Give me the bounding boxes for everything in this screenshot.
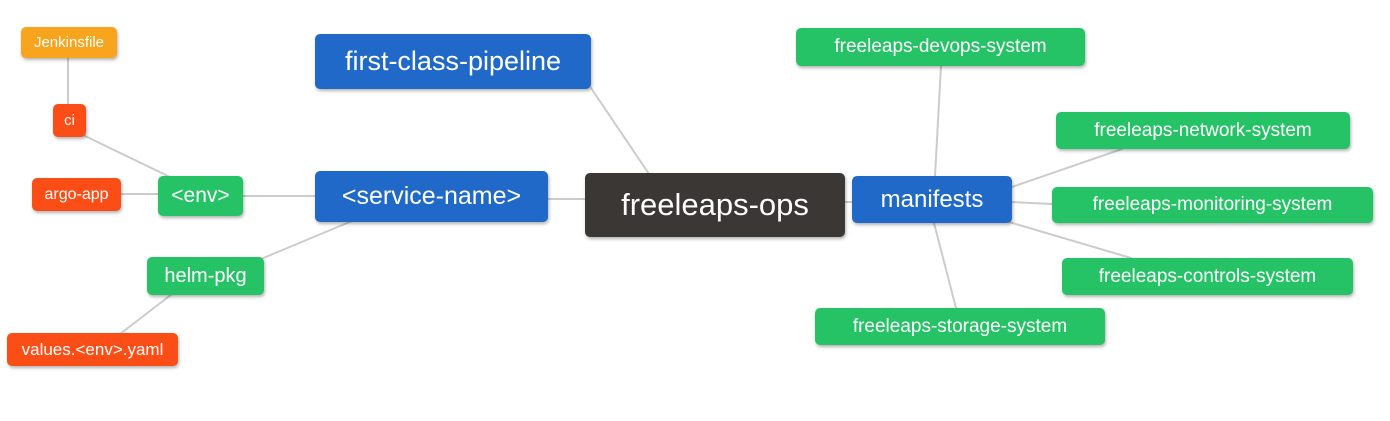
edge-manifests-freeleaps-controls-system [1008, 221, 1132, 259]
edge-manifests-freeleaps-storage-system [933, 222, 957, 309]
node-manifests[interactable]: manifests [852, 176, 1012, 223]
node-first-class-pipeline[interactable]: first-class-pipeline [315, 34, 591, 89]
node-jenkinsfile[interactable]: Jenkinsfile [21, 27, 117, 58]
node-helm-pkg[interactable]: helm-pkg [147, 257, 264, 295]
edge-manifests-freeleaps-network-system [1011, 148, 1123, 188]
edge-service-name-helm-pkg [260, 220, 353, 260]
node-env[interactable]: <env> [158, 176, 243, 216]
node-values-env-yaml[interactable]: values.<env>.yaml [7, 333, 178, 366]
edge-manifests-freeleaps-devops-system [934, 65, 942, 177]
node-freeleaps-monitoring-system[interactable]: freeleaps-monitoring-system [1052, 187, 1373, 223]
edge-helm-pkg-values-env-yaml [119, 293, 173, 335]
node-freeleaps-devops-system[interactable]: freeleaps-devops-system [796, 28, 1085, 66]
node-service-name[interactable]: <service-name> [315, 171, 548, 222]
node-ci[interactable]: ci [53, 104, 86, 137]
node-freeleaps-network-system[interactable]: freeleaps-network-system [1056, 112, 1350, 149]
node-freeleaps-storage-system[interactable]: freeleaps-storage-system [815, 308, 1105, 345]
edge-manifests-freeleaps-monitoring-system [1011, 201, 1053, 205]
node-freeleaps-ops[interactable]: freeleaps-ops [585, 173, 845, 237]
node-freeleaps-controls-system[interactable]: freeleaps-controls-system [1062, 258, 1353, 295]
node-argo-app[interactable]: argo-app [32, 178, 121, 211]
edge-ci-env [84, 135, 171, 178]
edge-first-class-pipeline-freeleaps-ops [590, 87, 650, 175]
